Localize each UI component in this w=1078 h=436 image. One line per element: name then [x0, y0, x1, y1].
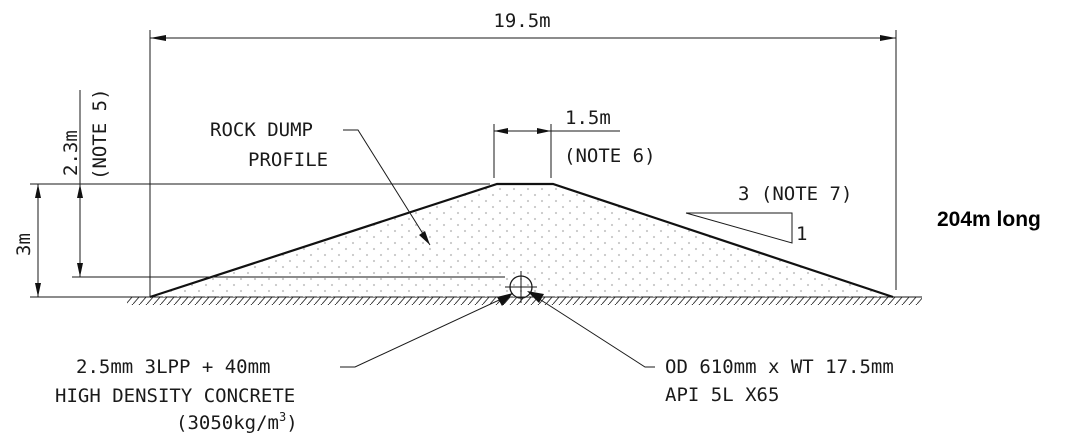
pipe-spec-line2: API 5L X65 [665, 384, 779, 406]
overall-width-dimension: 19.5m [149, 10, 897, 297]
rock-dump-label-line2: PROFILE [248, 149, 328, 171]
rock-dump-label-group: ROCK DUMP PROFILE [210, 119, 431, 246]
coating-density-prefix: (3050kg/m [176, 412, 279, 434]
overall-width-label: 19.5m [493, 10, 550, 32]
pipeline-symbol [505, 271, 537, 303]
coating-label-line1: 2.5mm 3LPP + 40mm [76, 356, 270, 378]
length-label: 204m long [937, 208, 1041, 231]
cover-height-note: (NOTE 5) [89, 88, 111, 180]
coating-label-line3: (3050kg/m3) [176, 410, 298, 434]
slope-rise-label: 1 [796, 223, 807, 245]
slope-indicator: 3 (NOTE 7) 1 [685, 183, 852, 245]
crest-width-dimension: 1.5m (NOTE 6) [493, 107, 656, 178]
crest-width-label: 1.5m [565, 107, 611, 129]
seabed-hatch [127, 296, 922, 305]
pipe-spec-line1: OD 610mm x WT 17.5mm [665, 356, 894, 378]
cover-height-label: 2.3m [60, 130, 82, 176]
rock-dump-label-line1: ROCK DUMP [210, 119, 313, 141]
coating-density-suffix: ) [286, 412, 297, 434]
coating-callout: 2.5mm 3LPP + 40mm HIGH DENSITY CONCRETE … [55, 293, 513, 434]
pipe-spec-callout: OD 610mm x WT 17.5mm API 5L X65 [527, 291, 894, 406]
total-height-label: 3m [13, 233, 35, 256]
slope-ratio-label: 3 (NOTE 7) [738, 183, 852, 205]
height-dimensions: 3m 2.3m (NOTE 5) [13, 88, 505, 298]
rock-dump-profile [149, 182, 894, 299]
coating-label-line2: HIGH DENSITY CONCRETE [55, 385, 295, 407]
crest-width-note: (NOTE 6) [564, 145, 656, 167]
coating-density-superscript: 3 [279, 410, 286, 424]
